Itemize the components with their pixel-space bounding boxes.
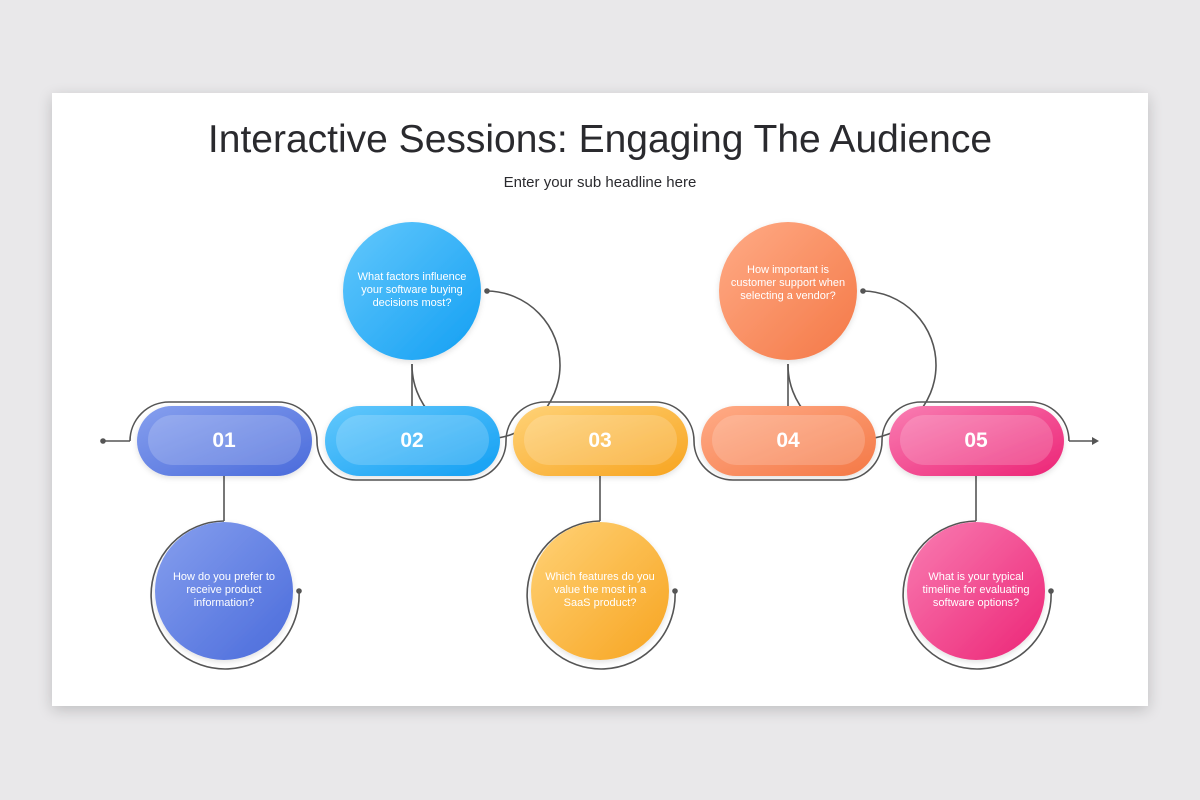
step-pill-01 — [137, 406, 312, 476]
step-number-01: 01 — [212, 429, 236, 452]
question-circle-01 — [155, 522, 293, 660]
question-circle-03 — [531, 522, 669, 660]
question-text-02: What factors influence your software buy… — [357, 271, 467, 309]
step-pill-05 — [889, 406, 1064, 476]
page-subtitle: Enter your sub headline here — [503, 174, 697, 191]
step-pill-03 — [513, 406, 688, 476]
question-text-01: How do you prefer to receive product inf… — [172, 571, 276, 609]
step-number-04: 04 — [776, 429, 800, 452]
step-number-03: 03 — [588, 429, 612, 452]
step-pill-02 — [325, 406, 500, 476]
question-text-03: Which features do you value the most in … — [545, 571, 655, 609]
question-circle-05 — [907, 522, 1045, 660]
step-number-02: 02 — [400, 429, 424, 452]
page-title: Interactive Sessions: Engaging The Audie… — [207, 118, 993, 161]
question-text-05: What is your typical timeline for evalua… — [922, 571, 1030, 609]
flow-line — [100, 288, 1099, 670]
step-pill-04 — [701, 406, 876, 476]
step-number-05: 05 — [964, 429, 988, 452]
question-circle-04 — [719, 222, 857, 360]
question-circle-02 — [343, 222, 481, 360]
question-text-04: How important is customer support when s… — [730, 264, 846, 302]
